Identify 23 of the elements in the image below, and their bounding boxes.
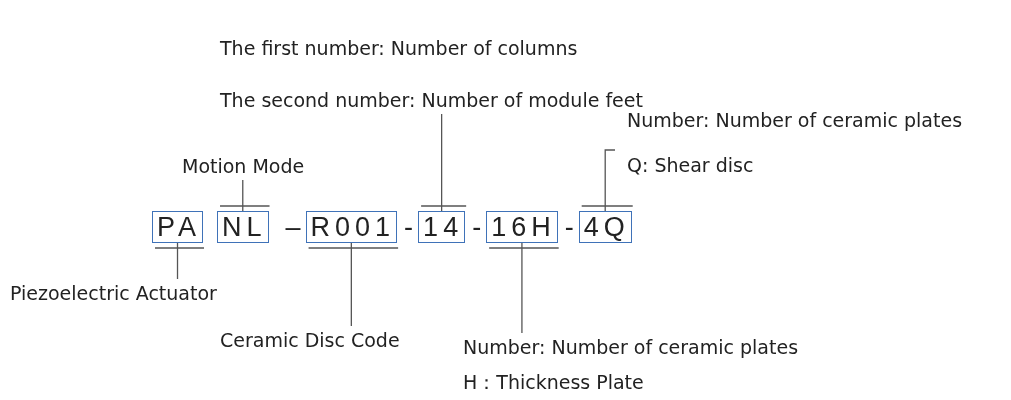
leader-line bbox=[350, 242, 352, 327]
leader-line bbox=[441, 113, 443, 212]
description-text: H：Thickness Plate bbox=[463, 370, 644, 394]
code-segment: PA bbox=[152, 211, 203, 243]
description-text: Q: Shear disc bbox=[627, 153, 754, 177]
separator-dash: - bbox=[563, 212, 575, 242]
leader-line bbox=[604, 149, 616, 212]
separator-dash: - bbox=[403, 212, 415, 242]
description-text: Motion Mode bbox=[182, 154, 305, 178]
code-segment: 14 bbox=[418, 211, 466, 243]
separator-dash: – bbox=[284, 212, 302, 242]
description-text: Piezoelectric Actuator bbox=[10, 281, 217, 305]
separator-dash: - bbox=[471, 212, 483, 242]
description-text: The first number: Number of columns bbox=[220, 36, 578, 60]
description-text: Ceramic Disc Code bbox=[220, 328, 400, 352]
leader-line bbox=[521, 242, 523, 334]
code-segment: 4Q bbox=[578, 211, 632, 243]
leader-line bbox=[242, 179, 244, 212]
code-segment: 16H bbox=[486, 211, 558, 243]
leader-line bbox=[176, 242, 179, 280]
code-segment: R001 bbox=[305, 211, 398, 243]
code-segment: NL bbox=[217, 211, 269, 243]
description-text: Number: Number of ceramic plates bbox=[463, 335, 799, 359]
